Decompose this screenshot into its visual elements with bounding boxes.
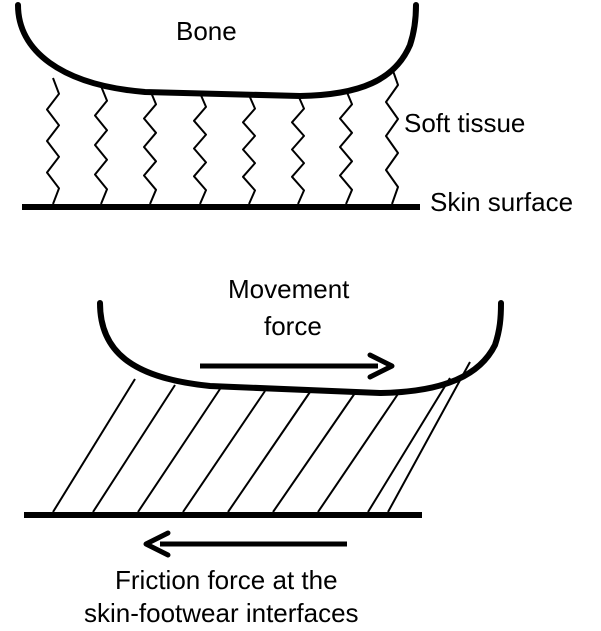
bone-outline-bottom (97, 300, 504, 397)
soft-tissue-spring-1 (46, 77, 60, 205)
movement-force-label-line1: Movement (228, 274, 350, 304)
friction-force-arrow (143, 530, 347, 558)
friction-force-label-line2: skin-footwear interfaces (84, 598, 359, 628)
friction-force-label-line1: Friction force at the (115, 565, 338, 595)
sheared-tissue-line-7 (317, 390, 401, 513)
soft-tissue-label: Soft tissue (404, 108, 525, 138)
soft-tissue-spring-5 (242, 94, 256, 205)
sheared-soft-tissue-lines (52, 361, 471, 513)
movement-force-arrow (200, 352, 395, 380)
soft-tissue-spring-8 (385, 67, 399, 205)
bottom-panel: Movement force Friction force at the ski… (24, 274, 504, 628)
sheared-tissue-line-3 (137, 388, 221, 513)
sheared-tissue-line-4 (182, 390, 266, 513)
soft-tissue-spring-3 (143, 89, 157, 205)
sheared-tissue-line-8 (367, 377, 451, 513)
skin-surface-line-top (22, 204, 420, 210)
movement-arrow-head (367, 352, 395, 380)
soft-tissue-spring-6 (291, 94, 305, 205)
skin-surface-line-bottom (24, 512, 422, 518)
bone-outline-top (15, 2, 419, 100)
soft-tissue-spring-2 (94, 85, 108, 205)
sheared-tissue-line-9 (387, 361, 471, 513)
sheared-tissue-line-1 (52, 378, 136, 513)
sheared-tissue-line-2 (92, 384, 176, 513)
movement-force-label-line2: force (264, 311, 322, 341)
soft-tissue-spring-4 (193, 92, 207, 205)
top-panel: Bone Soft tissue Skin surface (15, 2, 573, 217)
skin-surface-label: Skin surface (430, 187, 573, 217)
friction-arrow-head (143, 530, 171, 558)
soft-tissue-springs (46, 67, 399, 205)
soft-tissue-spring-7 (339, 89, 353, 205)
sheared-tissue-line-5 (227, 391, 311, 513)
sheared-tissue-line-6 (272, 392, 356, 513)
bone-label: Bone (176, 16, 237, 46)
